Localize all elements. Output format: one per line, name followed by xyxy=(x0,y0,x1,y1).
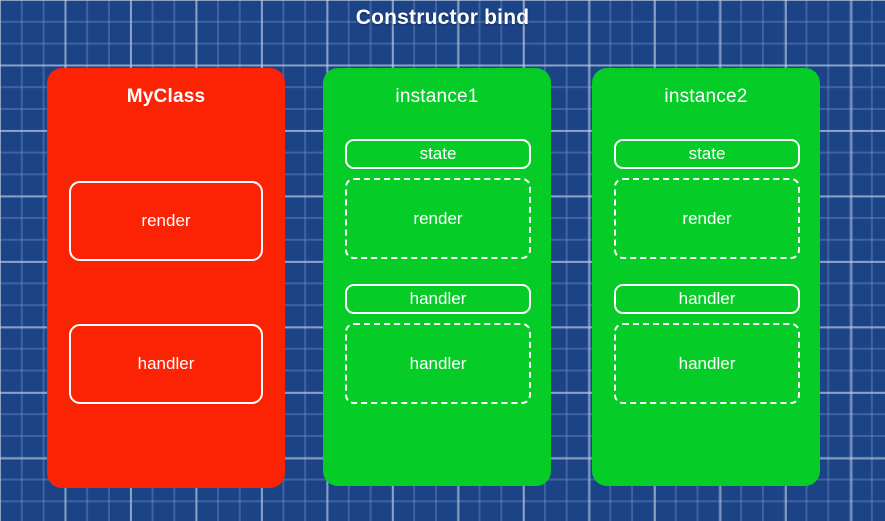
slot-instance1-handler-inherited[interactable]: handler xyxy=(345,323,531,404)
slot-label: handler xyxy=(137,354,195,373)
slot-label: handler xyxy=(678,289,736,308)
slot-label: render xyxy=(413,208,463,228)
slot-label: state xyxy=(419,144,457,163)
card-title-instance2: instance2 xyxy=(664,86,748,107)
slot-myclass-render[interactable]: render xyxy=(69,181,263,261)
slot-instance1-handler-bound[interactable]: handler xyxy=(345,284,531,314)
slot-instance2-handler-bound[interactable]: handler xyxy=(614,284,800,314)
card-title-instance1: instance1 xyxy=(395,86,479,107)
card-title-myclass: MyClass xyxy=(126,86,206,107)
slot-instance1-state[interactable]: state xyxy=(345,139,531,169)
slot-label: render xyxy=(141,211,191,230)
slot-instance2-render[interactable]: render xyxy=(614,178,800,259)
slot-label: state xyxy=(688,144,726,163)
slot-myclass-handler[interactable]: handler xyxy=(69,324,263,404)
slot-label: handler xyxy=(409,353,467,373)
slot-label: render xyxy=(682,208,732,228)
card-instance2[interactable]: instance2 state render handler handler xyxy=(592,68,820,486)
slot-label: handler xyxy=(678,353,736,373)
card-instance1[interactable]: instance1 state render handler handler xyxy=(323,68,551,486)
diagram-title: Constructor bind xyxy=(355,6,530,29)
slot-instance2-handler-inherited[interactable]: handler xyxy=(614,323,800,404)
slot-instance1-render[interactable]: render xyxy=(345,178,531,259)
card-myclass[interactable]: MyClass render handler xyxy=(47,68,285,488)
slot-instance2-state[interactable]: state xyxy=(614,139,800,169)
slot-label: handler xyxy=(409,289,467,308)
